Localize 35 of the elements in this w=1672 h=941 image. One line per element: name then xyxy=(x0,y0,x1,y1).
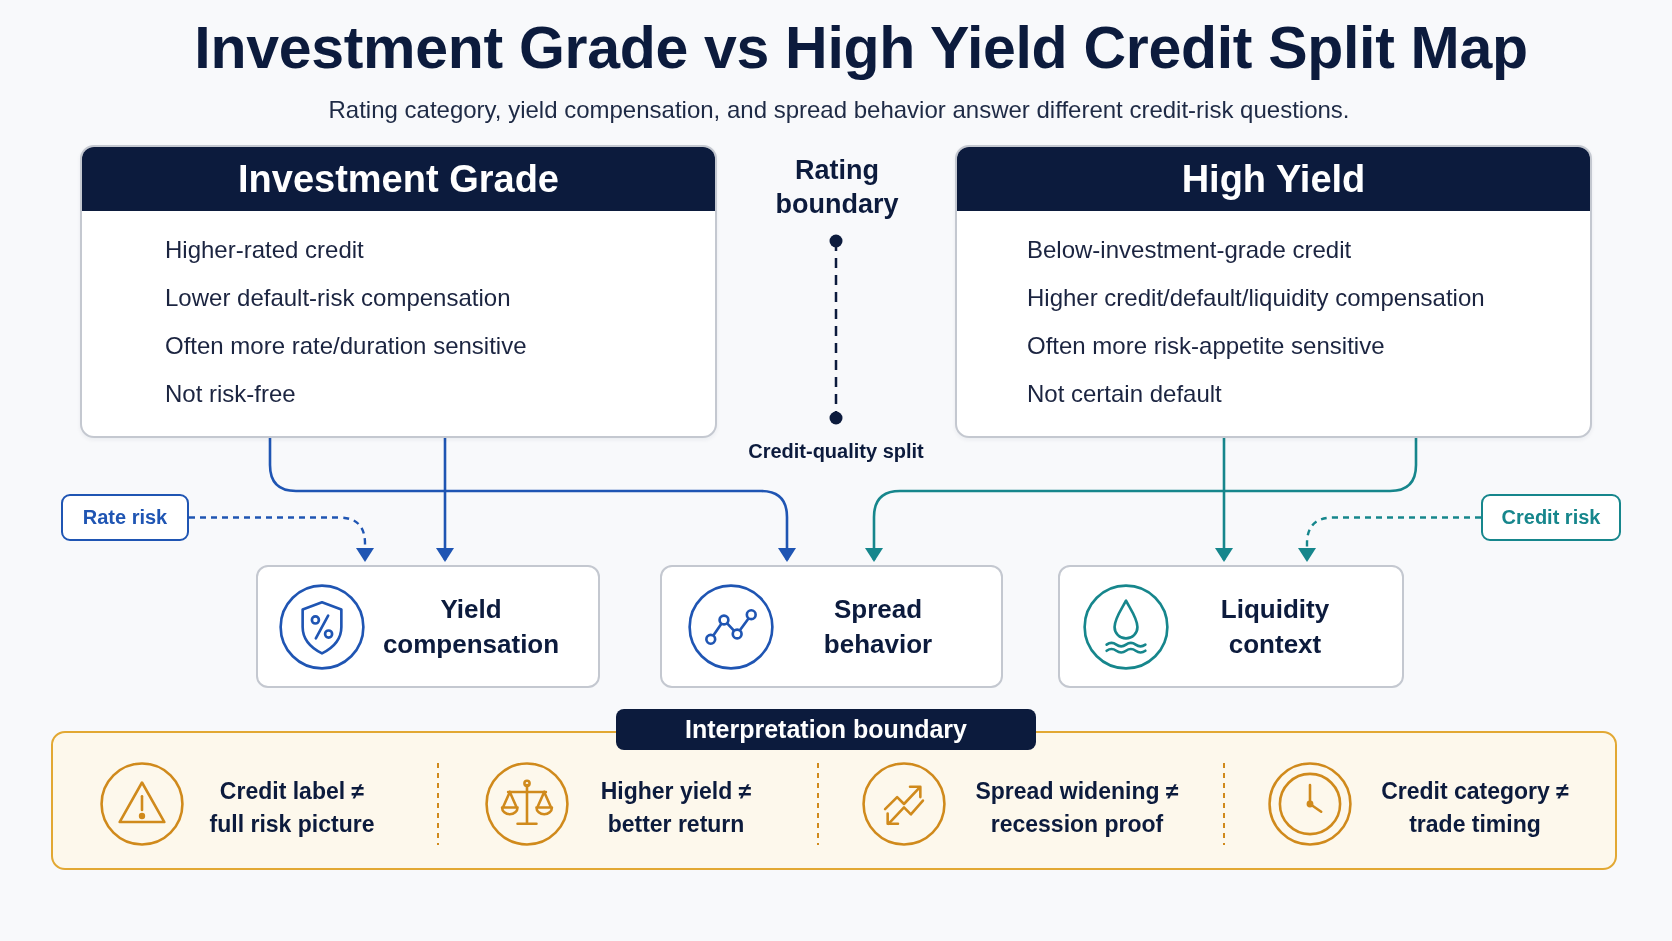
feature-text: Lower default-risk compensation xyxy=(165,283,511,313)
card-title: Yield compensation xyxy=(382,592,560,661)
card-title: Spread behavior xyxy=(823,592,933,661)
caveat-text: Higher yield ≠ better return xyxy=(599,777,753,839)
arrow xyxy=(436,438,454,562)
subtitle: Rating category, yield compensation, and spread behavior answer different credit-risk questions. xyxy=(328,95,1350,125)
panel-header: High Yield xyxy=(957,147,1590,211)
feature-text: Often more risk-appetite sensitive xyxy=(1027,331,1385,361)
category-panel xyxy=(955,145,1592,438)
concept-card xyxy=(660,565,1003,688)
card-title: Liquidity context xyxy=(1220,592,1330,661)
caveat-text: Credit label ≠ full risk picture xyxy=(208,777,376,839)
concept-card xyxy=(256,565,600,688)
feature-text: Below-investment-grade credit xyxy=(1027,235,1352,265)
caveat-text: Credit category ≠ trade timing xyxy=(1380,777,1570,839)
section-tab: Interpretation boundary xyxy=(616,709,1036,750)
concept-card xyxy=(1058,565,1404,688)
boundary-label: Rating boundary xyxy=(774,154,900,221)
feature-text: Not certain default xyxy=(1027,379,1222,409)
boundary-caption: Credit-quality split xyxy=(748,439,924,463)
dashed-arrow xyxy=(189,516,374,562)
feature-text: Not risk-free xyxy=(165,379,296,409)
arrow xyxy=(268,438,796,562)
arrow xyxy=(1215,438,1233,562)
category-panel xyxy=(80,145,717,438)
feature-text: Higher credit/default/liquidity compensation xyxy=(1027,283,1485,313)
dashed-arrow xyxy=(1298,516,1481,562)
risk-tag: Credit risk xyxy=(1481,494,1621,541)
feature-text: Often more rate/duration sensitive xyxy=(165,331,527,361)
risk-tag: Rate risk xyxy=(61,494,189,541)
caveat-text: Spread widening ≠ recession proof xyxy=(974,777,1180,839)
feature-text: Higher-rated credit xyxy=(165,235,364,265)
arrow xyxy=(865,438,1418,562)
panel-header: Investment Grade xyxy=(82,147,715,211)
title: Investment Grade vs High Yield Credit Split Map xyxy=(194,14,1528,83)
